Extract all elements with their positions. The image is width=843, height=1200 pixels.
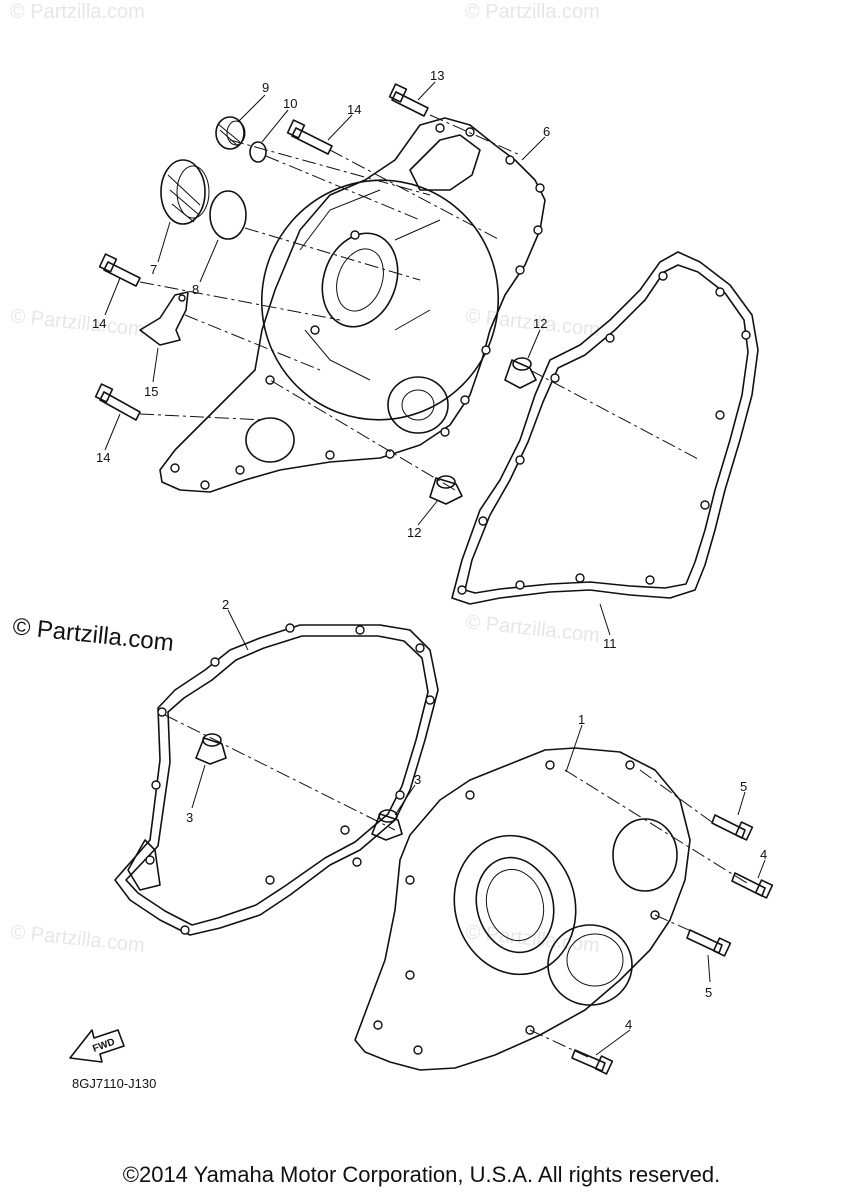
watermark-text: © Partzilla.com <box>9 921 145 957</box>
dowel-pin-12 <box>504 357 537 389</box>
plug-7 <box>160 159 210 225</box>
callout-5: 5 <box>740 779 747 794</box>
watermark-text: © Partzilla.com <box>465 1 600 23</box>
callout-14: 14 <box>96 450 110 465</box>
gasket-11 <box>451 251 759 605</box>
crankcase-cover-1 <box>354 747 691 1071</box>
dowel-pin-3 <box>195 733 227 765</box>
o-ring-8 <box>209 190 247 240</box>
clamp-15 <box>139 291 189 346</box>
dowel-pin-3 <box>371 809 403 841</box>
callout-15: 15 <box>144 384 158 399</box>
callout-7: 7 <box>150 262 157 277</box>
watermark-text: © Partzilla.com <box>10 1 145 23</box>
callout-1: 1 <box>578 712 585 727</box>
crankcase-cover-6 <box>159 117 546 493</box>
o-ring-10 <box>249 141 267 163</box>
bolt-4 <box>731 872 774 899</box>
callout-6: 6 <box>543 124 550 139</box>
callout-9: 9 <box>262 80 269 95</box>
callout-2: 2 <box>222 597 229 612</box>
bolt-5 <box>686 929 732 957</box>
callout-4: 4 <box>625 1017 632 1032</box>
partzilla-watermark: © Partzilla.com <box>11 613 175 657</box>
callout-11: 11 <box>603 636 617 651</box>
dowel-pin-12 <box>429 475 463 505</box>
callout-3: 3 <box>186 810 193 825</box>
alignment-lines <box>139 114 751 1059</box>
callout-3: 3 <box>414 772 421 787</box>
leader-lines <box>104 81 766 1056</box>
diagram-code: 8GJ7110-J130 <box>72 1076 156 1091</box>
bolt-4 <box>571 1049 614 1075</box>
callout-13: 13 <box>430 68 444 83</box>
callout-12: 12 <box>407 525 421 540</box>
watermark-text: © Partzilla.com <box>9 305 145 341</box>
callout-14: 14 <box>347 102 361 117</box>
watermark-group: © Partzilla.com © Partzilla.com © Partzi… <box>9 1 600 957</box>
copyright-notice: ©2014 Yamaha Motor Corporation, U.S.A. A… <box>122 1162 721 1187</box>
bolt-14 <box>94 383 141 421</box>
callout-5: 5 <box>705 985 712 1000</box>
watermark-text: © Partzilla.com <box>464 611 600 647</box>
bolt-13 <box>388 83 429 117</box>
plug-9 <box>215 116 246 150</box>
callout-10: 10 <box>283 96 297 111</box>
callout-12: 12 <box>533 316 547 331</box>
callout-labels: 9 10 13 14 6 7 8 14 15 14 12 12 11 2 3 3… <box>92 68 767 1032</box>
bolt-14 <box>98 253 141 287</box>
bolt-5 <box>711 814 754 841</box>
fwd-arrow-icon: FWD <box>69 1029 125 1063</box>
bolt-14 <box>286 119 333 155</box>
callout-14: 14 <box>92 316 106 331</box>
gasket-2 <box>114 623 439 936</box>
callout-4: 4 <box>760 847 767 862</box>
callout-8: 8 <box>192 282 199 297</box>
